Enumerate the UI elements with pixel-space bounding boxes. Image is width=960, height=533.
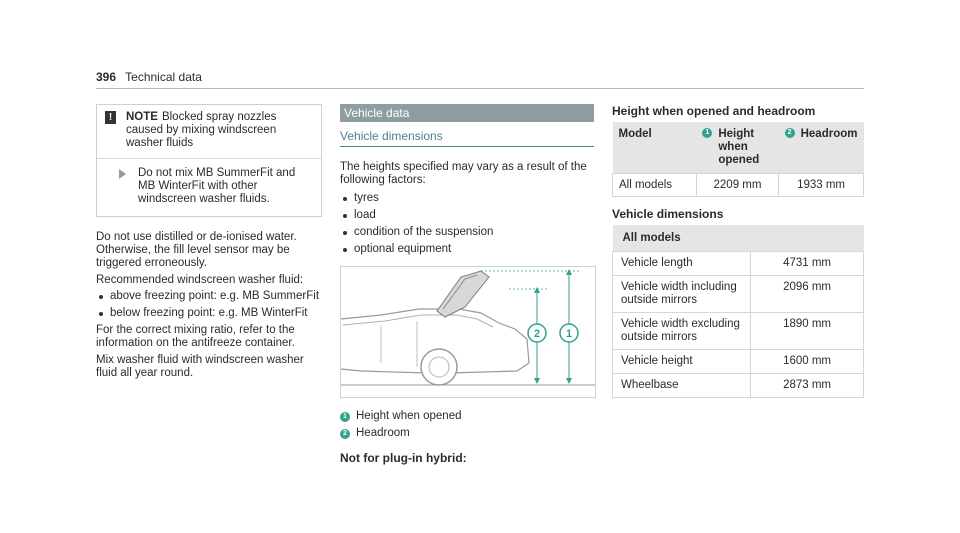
page-number: 396 <box>96 70 117 84</box>
intro-text: The heights specified may vary as a resu… <box>340 161 587 186</box>
list-item: load <box>340 209 594 222</box>
list-item: condition of the suspension <box>340 226 594 239</box>
action-arrow-icon <box>119 169 126 179</box>
list-item: below freezing point: e.g. MB WinterFit <box>96 307 322 320</box>
list-item: above freezing point: e.g. MB SummerFit <box>96 290 322 303</box>
section-band: Vehicle data <box>340 104 594 122</box>
table-title: Vehicle dimensions <box>612 207 724 221</box>
fluid-list: above freezing point: e.g. MB SummerFit … <box>96 290 322 320</box>
subsection-title: Vehicle dimensions <box>340 130 594 147</box>
middle-column: Vehicle data Vehicle dimensions The heig… <box>340 104 596 465</box>
legend-item: 2 Headroom <box>340 427 594 440</box>
figure-legend: 1 Height when opened 2 Headroom <box>340 410 594 440</box>
note-action: Do not mix MB SummerFit and MB WinterFit… <box>138 167 296 205</box>
height-table: Model 1 Height when opened 2 Headroom All … <box>612 122 864 197</box>
note-label: NOTE <box>126 111 158 123</box>
vehicle-illustration: 2 1 <box>340 266 596 398</box>
exclamation-icon: ! <box>105 111 116 124</box>
column-header: Headroom <box>800 128 858 140</box>
number-badge: 1 <box>340 411 350 422</box>
paragraph: Mix washer fluid with windscreen washer … <box>96 354 304 379</box>
plug-in-note-heading: Not for plug-in hybrid: <box>340 451 467 465</box>
car-tailgate-illustration: 2 1 <box>340 269 595 386</box>
paragraph: Recommended windscreen washer fluid: <box>96 274 304 286</box>
paragraph: For the correct mixing ratio, refer to t… <box>96 324 295 349</box>
legend-item: 1 Height when opened <box>340 410 594 423</box>
svg-text:2: 2 <box>534 328 540 340</box>
table-title: Height when opened and headroom <box>612 104 816 118</box>
list-item: tyres <box>340 192 594 205</box>
number-badge: 1 <box>702 128 713 138</box>
table-row: All models 2209 mm 1933 mm <box>612 173 864 197</box>
paragraph: Do not use distilled or de-ionised water… <box>96 231 297 269</box>
page-header: 396 Technical data <box>96 70 202 84</box>
list-item: optional equipment <box>340 243 594 256</box>
column-header: Model <box>612 122 697 174</box>
note-title: Blocked spray nozzles caused by mixing w… <box>126 111 277 149</box>
factor-list: tyres load condition of the suspension o… <box>340 192 594 256</box>
column-header: Height when opened <box>718 128 760 166</box>
header-divider <box>96 88 864 89</box>
column-header: All models <box>612 225 864 252</box>
number-badge: 2 <box>784 128 795 138</box>
number-badge: 2 <box>340 428 350 439</box>
svg-text:1: 1 <box>566 328 572 340</box>
section-title: Technical data <box>125 70 202 84</box>
